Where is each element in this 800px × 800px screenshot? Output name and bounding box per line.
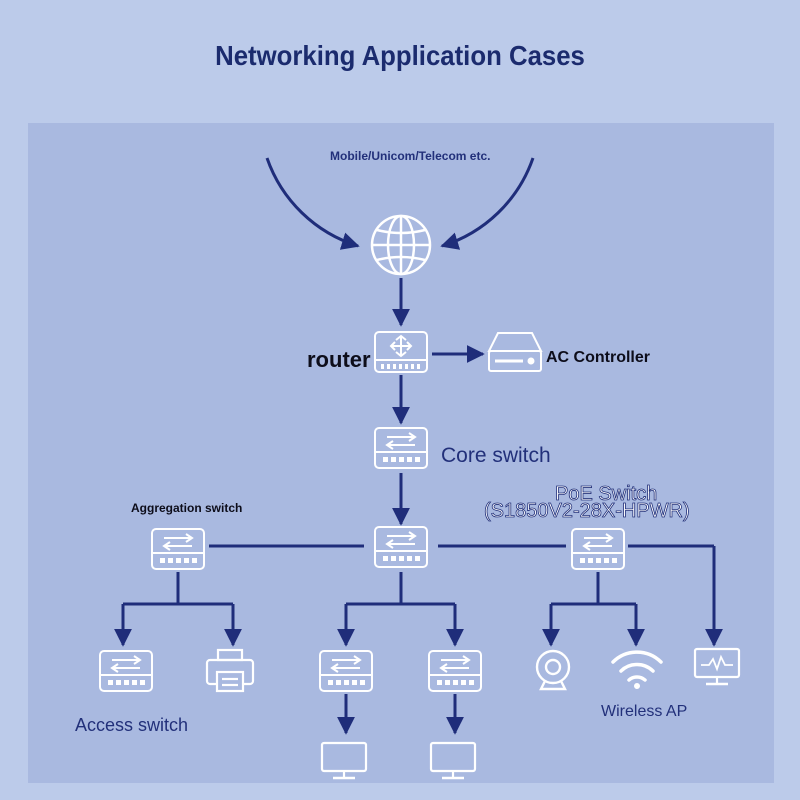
- poe-switch-icon: [571, 528, 625, 570]
- router-icon: [374, 331, 428, 373]
- monitor-icon: [320, 741, 368, 780]
- access-switch-icon: [99, 650, 153, 692]
- poe-switch-model-label: (S1850V2-28X-HPWR): [484, 500, 690, 523]
- printer-icon: [205, 648, 255, 693]
- ac-controller-label: AC Controller: [546, 349, 650, 366]
- poe-switch-label: PoE Switch: [555, 483, 658, 506]
- wireless-ap-label: Wireless AP: [601, 703, 688, 720]
- access-switch-label: Access switch: [75, 715, 189, 735]
- monitor-chart-icon: [693, 647, 741, 686]
- page-title: Networking Application Cases: [215, 40, 585, 71]
- aggregation-switch-label: Aggregation switch: [131, 501, 243, 515]
- central-switch-icon: [374, 526, 428, 568]
- isp-label: Mobile/Unicom/Telecom etc.: [330, 149, 491, 163]
- router-label: router: [307, 347, 371, 372]
- core-switch-label: Core switch: [441, 444, 551, 467]
- globe-icon: [370, 214, 432, 276]
- access-switch-icon: [428, 650, 482, 692]
- ac-controller-icon: [487, 332, 543, 372]
- access-switch-icon: [319, 650, 373, 692]
- connection-lines: [114, 157, 723, 735]
- camera-icon: [535, 649, 571, 691]
- monitor-icon: [429, 741, 477, 780]
- core-switch-icon: [374, 427, 428, 469]
- wifi-icon: [611, 650, 663, 689]
- aggregation-switch-icon: [151, 528, 205, 570]
